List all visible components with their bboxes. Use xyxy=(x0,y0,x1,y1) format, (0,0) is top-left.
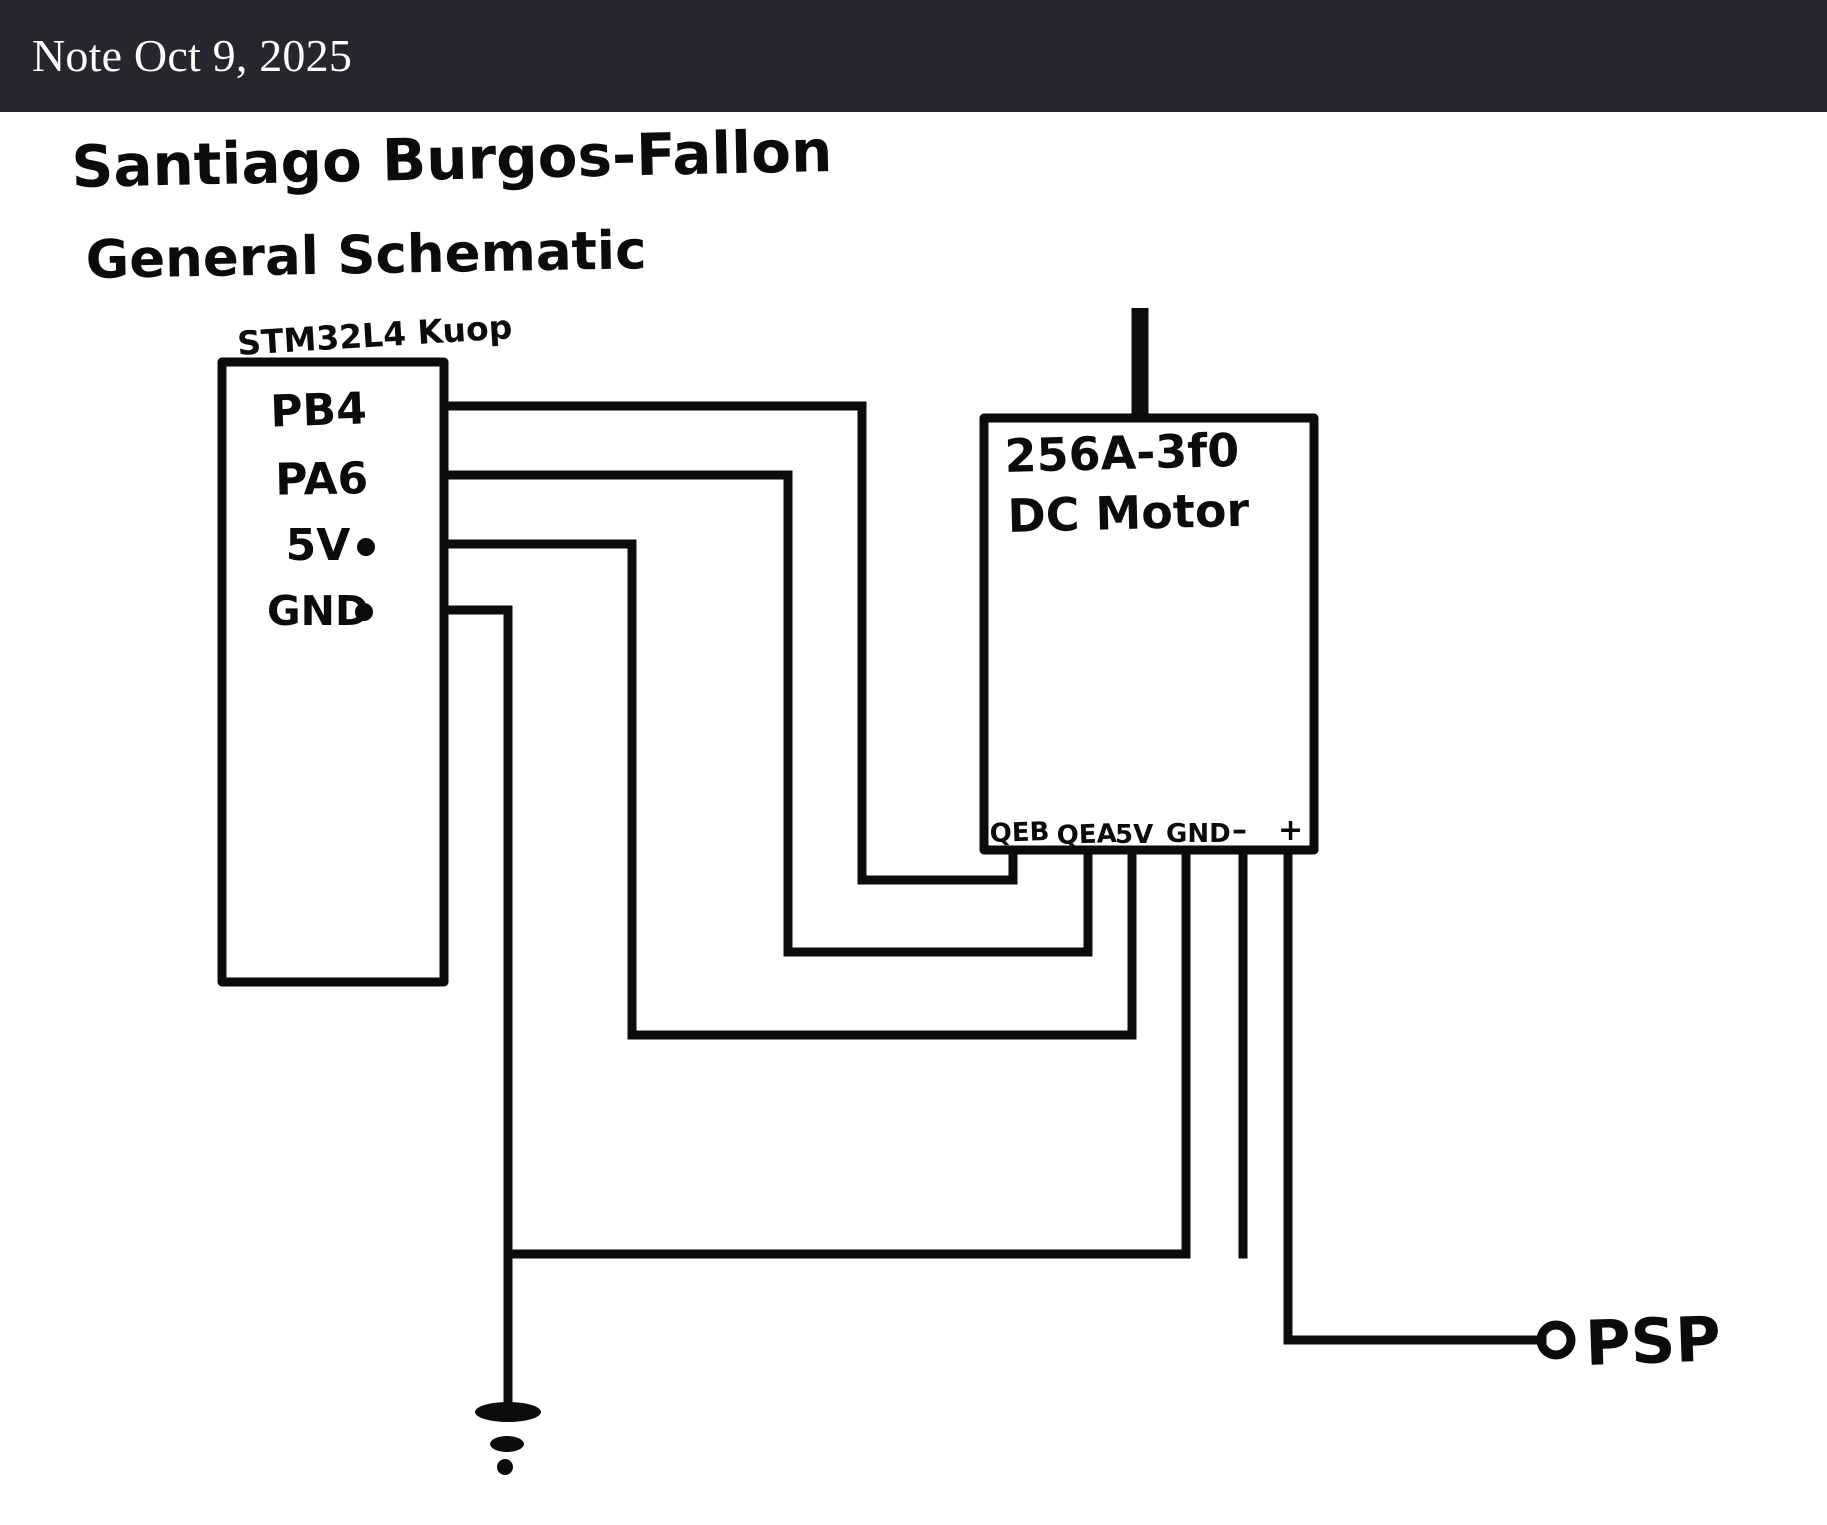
motor-body[interactable] xyxy=(979,413,1319,855)
mcu-body[interactable] xyxy=(217,357,449,987)
mcu-pin-label-pb4: PB4 xyxy=(269,383,367,437)
window-titlebar: Note Oct 9, 2025 xyxy=(0,0,1827,112)
wire-pa6-to-qea[interactable] xyxy=(439,470,1093,957)
psp-terminal-node[interactable] xyxy=(1536,1320,1576,1360)
motor-pin-label-plus: + xyxy=(1278,813,1303,848)
motor-model-label: 256A-3f0 xyxy=(1004,423,1240,483)
page-title: Note Oct 9, 2025 xyxy=(32,30,353,81)
drawing-canvas[interactable]: Santiago Burgos-Fallon General Schematic… xyxy=(0,112,1827,1525)
motor-pin-label-5v: 5V xyxy=(1115,820,1153,850)
wire-motor-plus-to-psp[interactable] xyxy=(1283,845,1547,1345)
mcu-pin-label-5v: 5V xyxy=(286,520,351,571)
motor-pin-label-gnd: GND xyxy=(1166,819,1231,849)
mcu-pin-label-pa6: PA6 xyxy=(275,453,369,506)
mcu-pin-label-gnd: GND xyxy=(267,587,369,635)
hand-drawn-schematic: Santiago Burgos-Fallon General Schematic… xyxy=(71,117,1722,1475)
ground-bar-2 xyxy=(490,1436,524,1452)
psp-label: PSP xyxy=(1584,1302,1722,1380)
wire-pb4-to-qeb[interactable] xyxy=(439,401,1018,885)
ground-bar-1 xyxy=(475,1402,541,1422)
author-note: Santiago Burgos-Fallon xyxy=(71,117,833,201)
mcu-pin-dot-5v xyxy=(357,538,375,556)
earth-ground-symbol[interactable] xyxy=(475,1402,541,1475)
mcu-pin-dot-gnd xyxy=(355,603,373,621)
wire-5v-to-5v[interactable] xyxy=(439,539,1137,1040)
motor-type-label: DC Motor xyxy=(1007,483,1250,543)
motor-pin-label-minus: – xyxy=(1232,813,1247,848)
motor-pin-label-qeb: QEB xyxy=(989,817,1050,849)
wire-gnd-to-motor-gnd[interactable] xyxy=(439,605,1191,1259)
ground-bar-3 xyxy=(497,1459,513,1475)
wire-group xyxy=(439,401,1547,1412)
subtitle-note: General Schematic xyxy=(85,220,647,291)
mcu-label: STM32L4 Kuop xyxy=(236,307,513,363)
